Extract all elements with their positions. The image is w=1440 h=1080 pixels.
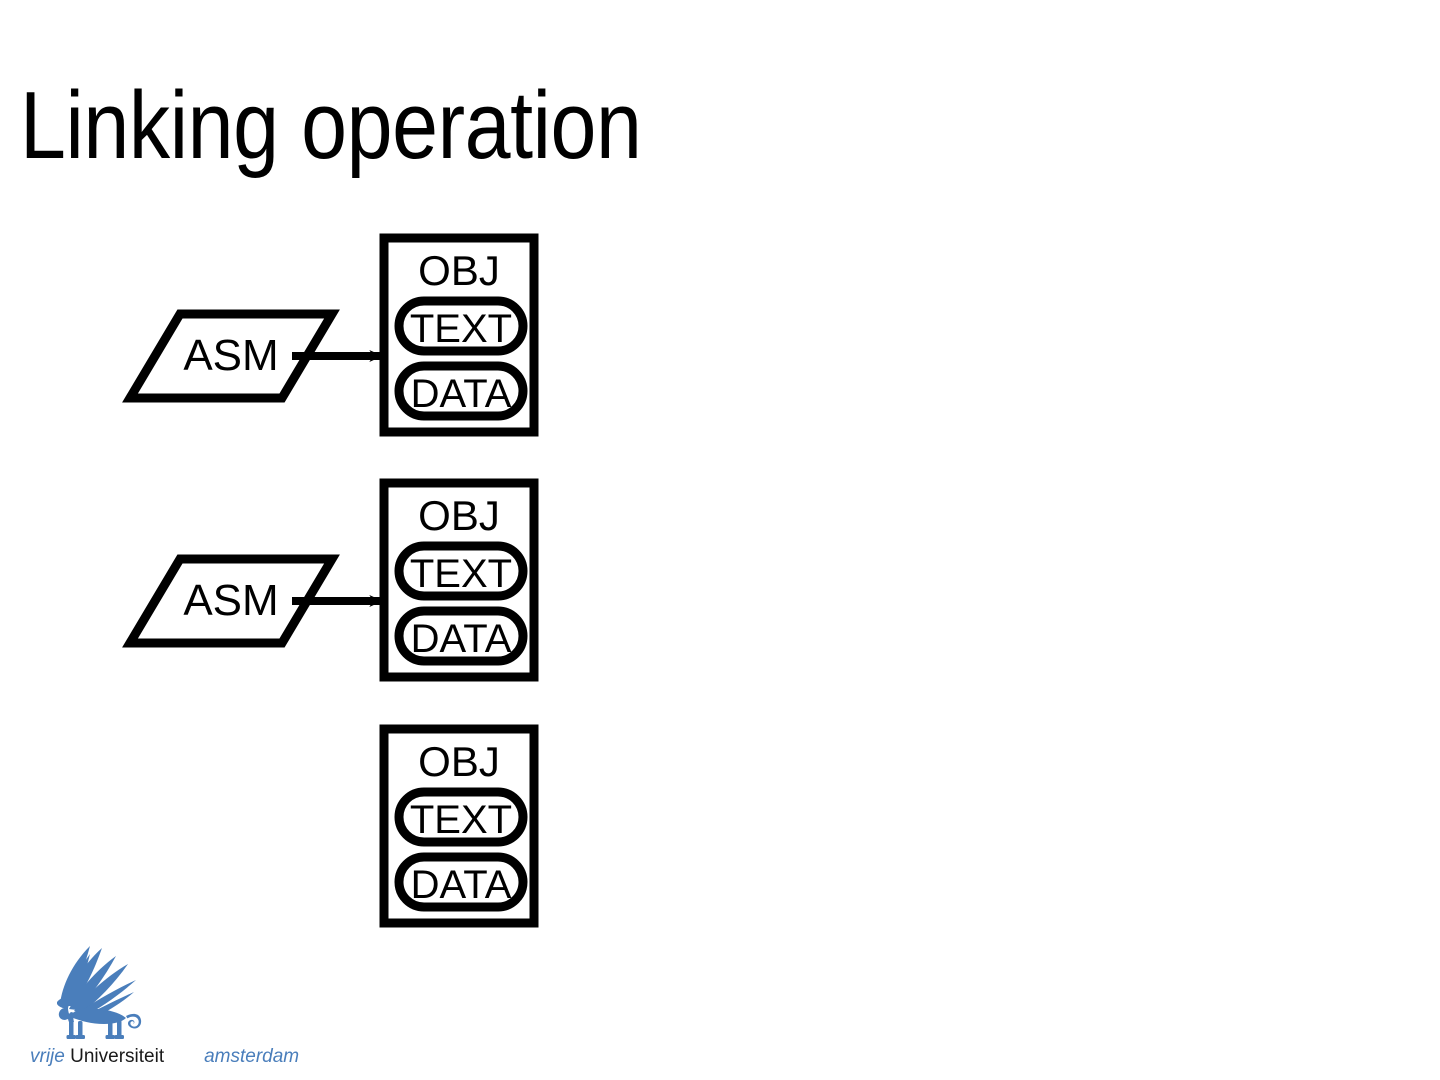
obj-rect-3 [379, 724, 539, 928]
text-stadium-3 [394, 787, 528, 847]
obj-label-3: OBJ [418, 738, 500, 785]
row-2-group: ASM OBJ TEXT DATA [122, 478, 539, 682]
asm-shape-2 [122, 554, 340, 648]
data-section-label-3: DATA [411, 863, 512, 907]
data-section-label-2: DATA [411, 617, 512, 661]
vu-wordmark: vrije Universiteit amsterdam [30, 1044, 330, 1070]
winged-griffin-icon [38, 930, 150, 1042]
asm-shape-1 [122, 309, 340, 403]
text-section-label-1: TEXT [410, 307, 512, 351]
data-section-2[interactable]: DATA [394, 606, 528, 666]
text-section-label-2: TEXT [410, 552, 512, 596]
obj-rect-1 [379, 233, 539, 437]
data-stadium-1 [394, 361, 528, 421]
data-section-1[interactable]: DATA [394, 361, 528, 421]
data-stadium-2 [394, 606, 528, 666]
asm-label-1: ASM [183, 331, 278, 380]
text-section-label-3: TEXT [410, 798, 512, 842]
asm-parallelogram-2[interactable]: ASM [122, 554, 340, 648]
obj-rect-2 [379, 478, 539, 682]
row-1-group: ASM OBJ TEXT DATA [122, 233, 539, 437]
row-3-group: OBJ TEXT DATA [379, 724, 539, 928]
text-section-2[interactable]: TEXT [394, 541, 528, 601]
obj-box-1[interactable]: OBJ TEXT DATA [379, 233, 539, 437]
page-title: Linking operation [20, 72, 642, 179]
asm-label-2: ASM [183, 576, 278, 625]
text-stadium-2 [394, 541, 528, 601]
vu-wordmark-universiteit: Universiteit [70, 1046, 165, 1067]
vu-wordmark-vrije: vrije [30, 1046, 65, 1067]
vu-wordmark-amsterdam: amsterdam [204, 1046, 300, 1067]
data-section-3[interactable]: DATA [394, 852, 528, 912]
obj-label-2: OBJ [418, 492, 500, 539]
obj-box-3[interactable]: OBJ TEXT DATA [379, 724, 539, 928]
data-stadium-3 [394, 852, 528, 912]
vu-amsterdam-logo: vrije Universiteit amsterdam [30, 930, 330, 1070]
text-section-1[interactable]: TEXT [394, 296, 528, 356]
text-stadium-1 [394, 296, 528, 356]
data-section-label-1: DATA [411, 372, 512, 416]
obj-label-1: OBJ [418, 247, 500, 294]
obj-box-2[interactable]: OBJ TEXT DATA [379, 478, 539, 682]
text-section-3[interactable]: TEXT [394, 787, 528, 847]
asm-parallelogram-1[interactable]: ASM [122, 309, 340, 403]
